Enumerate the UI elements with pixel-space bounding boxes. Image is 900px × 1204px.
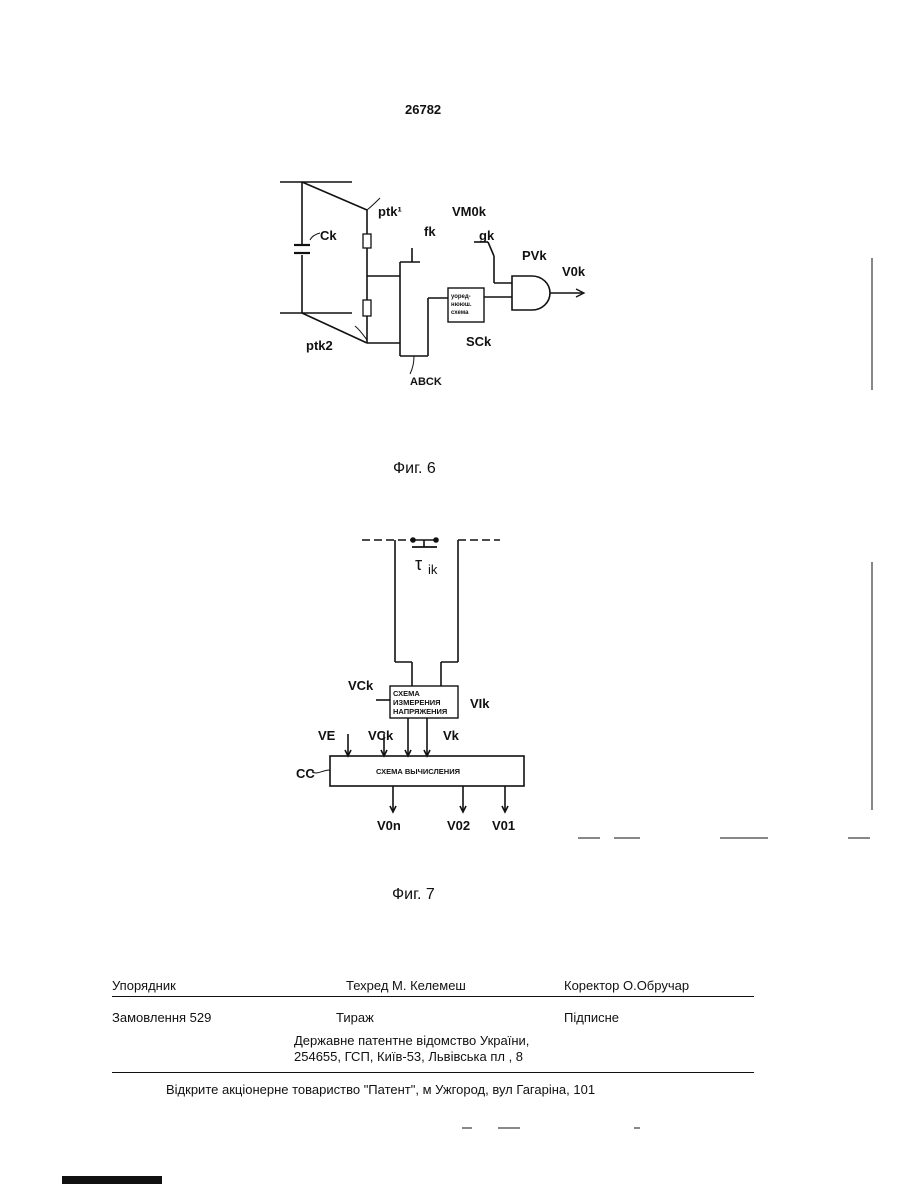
- measure-block-line2: ИЗМЕРЕНИЯ: [393, 698, 441, 707]
- imprint-office-line2: 254655, ГСП, Київ-53, Львівська пл , 8: [294, 1049, 523, 1064]
- sck-block-line2: нююш.: [451, 302, 472, 308]
- label-vm0k: VM0k: [452, 204, 487, 219]
- sck-block-line3: схема: [451, 310, 469, 316]
- imprint-order: Замовлення 529: [112, 1010, 211, 1025]
- label-pvk: PVk: [522, 248, 547, 263]
- label-gk: gk: [479, 228, 495, 243]
- compute-block-label: СХЕМА ВЫЧИСЛЕНИЯ: [376, 767, 460, 776]
- label-ve: VE: [318, 728, 336, 743]
- label-tau-sub: ik: [428, 562, 438, 577]
- imprint-publisher: Відкрите акціонерне товариство "Патент",…: [166, 1082, 595, 1097]
- imprint-rule-top: [112, 996, 754, 997]
- measure-block-line3: НАПРЯЖЕНИЯ: [393, 707, 447, 716]
- imprint-office-line1: Державне патентне відомство України,: [294, 1033, 529, 1048]
- label-ptk1: ptk¹: [378, 204, 402, 219]
- label-v02: V02: [447, 818, 470, 833]
- imprint-proofreader: Коректор О.Обручар: [564, 978, 689, 993]
- imprint-rule-bottom: [112, 1072, 754, 1073]
- label-vck: VCk: [368, 728, 394, 743]
- scan-artifacts: [462, 258, 872, 1128]
- label-vck-top: VCk: [348, 678, 374, 693]
- label-fk: fk: [424, 224, 436, 239]
- imprint-tech-editor: Техред М. Келемеш: [346, 978, 466, 993]
- scan-bar: [62, 1176, 162, 1184]
- measure-block-line1: СХЕМА: [393, 689, 420, 698]
- figure6-caption: Фиг. 6: [393, 460, 436, 478]
- label-v0n: V0n: [377, 818, 401, 833]
- label-v0k: V0k: [562, 264, 586, 279]
- label-abck: ABCK: [410, 376, 442, 388]
- label-v01: V01: [492, 818, 515, 833]
- imprint-subscription: Підписне: [564, 1010, 619, 1025]
- sck-block-line1: уоред-: [451, 294, 471, 300]
- figure7-caption: Фиг. 7: [392, 886, 435, 904]
- label-cc: CC: [296, 766, 315, 781]
- imprint-circulation: Тираж: [336, 1010, 374, 1025]
- label-ck: Ck: [320, 228, 337, 243]
- label-sck: SCk: [466, 334, 492, 349]
- label-ptk2: ptk2: [306, 338, 333, 353]
- label-vik: VIk: [470, 696, 490, 711]
- label-tau: τ: [415, 554, 422, 574]
- label-vk: Vk: [443, 728, 460, 743]
- imprint-compiler: Упорядник: [112, 978, 176, 993]
